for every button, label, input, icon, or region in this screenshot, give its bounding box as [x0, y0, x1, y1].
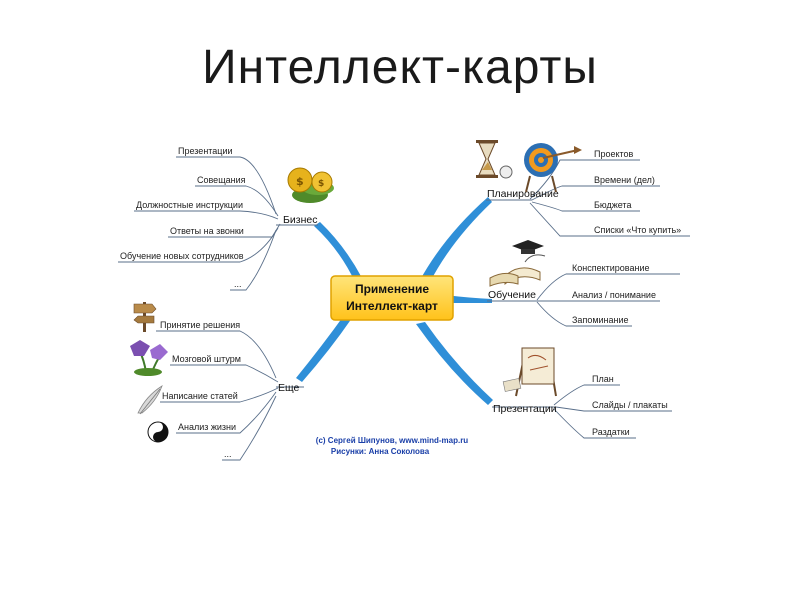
- graduation-cap-icon: [489, 240, 546, 287]
- target-icon: [524, 143, 582, 193]
- leaf-planning-3: Списки «Что купить»: [594, 225, 681, 235]
- leaf-more-0: Принятие решения: [160, 320, 240, 330]
- connector-learning: [445, 295, 492, 303]
- easel-icon: [502, 347, 557, 397]
- hourglass-icon: [476, 140, 513, 179]
- leaf-planning-0: Проектов: [594, 149, 634, 159]
- page-title: Интеллект-карты: [202, 41, 598, 94]
- credit-line-1: (c) Сергей Шипунов, www.mind-map.ru: [316, 436, 469, 445]
- center-title-line2: Интеллект-карт: [346, 299, 438, 313]
- leaf-business-5: ...: [234, 279, 242, 289]
- svg-text:$: $: [296, 175, 304, 188]
- leaf-business-2: Должностные инструкции: [136, 200, 243, 210]
- branch-connectors: [296, 197, 493, 405]
- leaf-business-4: Обучение новых сотрудников: [120, 251, 244, 261]
- connector-more: [296, 314, 352, 382]
- connector-presentations: [416, 322, 493, 405]
- center-node: Применение Интеллект-карт: [330, 275, 454, 321]
- leaf-business-1: Совещания: [197, 175, 246, 185]
- leaf-more-2: Написание статей: [162, 391, 238, 401]
- center-title-line1: Применение: [355, 282, 429, 296]
- leaf-planning-1: Времени (дел): [594, 175, 655, 185]
- leaf-presentations-2: Раздатки: [592, 427, 630, 437]
- leaf-more-3: Анализ жизни: [178, 422, 236, 432]
- branch-label-planning: Планирование: [487, 188, 559, 200]
- branch-label-presentations: Презентации: [493, 403, 557, 415]
- connector-planning: [420, 197, 492, 282]
- leaf-presentations-0: План: [592, 374, 614, 384]
- branch-label-business: Бизнес: [283, 214, 317, 226]
- leaf-more-4: ...: [224, 449, 232, 459]
- branch-label-more: Еще: [278, 382, 300, 394]
- connector-business: [314, 222, 362, 282]
- leaf-business-3: Ответы на звонки: [170, 226, 244, 236]
- credit-line-2: Рисунки: Анна Соколова: [331, 447, 430, 456]
- leaf-learning-2: Запоминание: [572, 315, 629, 325]
- svg-text:$: $: [318, 179, 324, 189]
- leaf-learning-1: Анализ / понимание: [572, 290, 656, 300]
- leaf-business-0: Презентации: [178, 146, 233, 156]
- coins-icon: $ $: [287, 167, 334, 203]
- leaf-more-1: Мозговой штурм: [172, 354, 241, 364]
- signpost-icon: [133, 302, 157, 332]
- feather-icon: [137, 385, 163, 415]
- branch-label-learning: Обучение: [488, 289, 536, 301]
- leaf-presentations-1: Слайды / плакаты: [592, 400, 668, 410]
- flower-icon: [130, 340, 168, 376]
- leaf-planning-2: Бюджета: [594, 200, 631, 210]
- leaf-connectors: [118, 156, 690, 461]
- leaf-learning-0: Конспектирование: [572, 263, 649, 273]
- yin-yang-icon: [147, 421, 169, 443]
